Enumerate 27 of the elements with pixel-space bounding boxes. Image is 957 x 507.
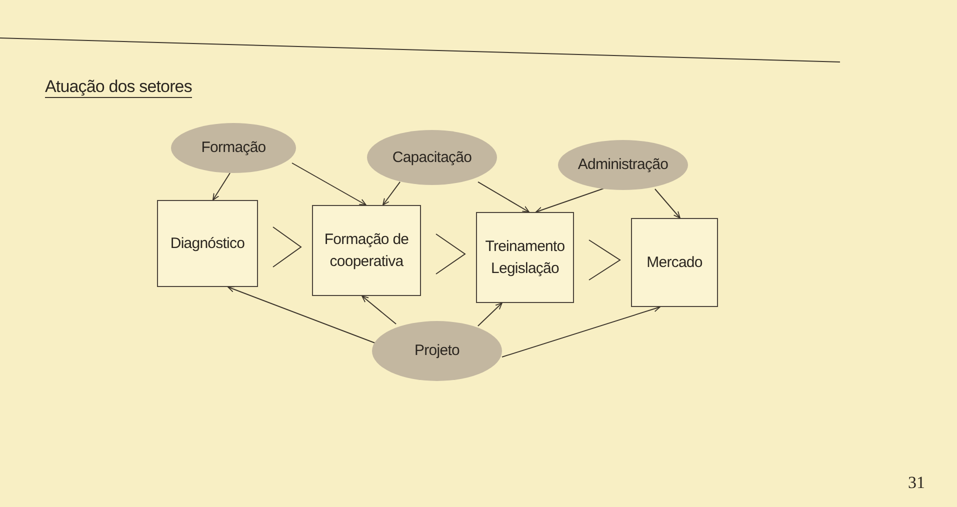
process-box [631, 218, 718, 307]
arrow [362, 296, 397, 324]
chevron-arrow [436, 234, 466, 274]
chevron-arrow [588, 240, 621, 280]
arrow [654, 188, 680, 218]
node-label: Mercado [646, 252, 704, 273]
title: Atuação dos setores [45, 76, 192, 98]
node-label: Formação de cooperativa [323, 230, 410, 272]
chevron-arrow [272, 226, 302, 268]
arrow [228, 286, 376, 344]
arrow [478, 181, 530, 212]
process-box [312, 205, 421, 296]
arrow [535, 188, 606, 214]
node-label: Diagnóstico [169, 234, 246, 254]
arrow [292, 162, 366, 206]
process-box [476, 212, 574, 303]
arrow [502, 306, 660, 358]
arrow [212, 172, 230, 200]
node-label: Administração [576, 155, 670, 176]
page-number: 31 [908, 472, 925, 494]
arrow [477, 302, 502, 326]
node-label: Projeto [414, 341, 460, 362]
node-label: Treinamento Legislação [484, 236, 566, 278]
node-label: Capacitação [391, 148, 473, 168]
process-box [157, 200, 258, 287]
node-label: Formação [200, 138, 267, 158]
arrow [382, 181, 401, 206]
